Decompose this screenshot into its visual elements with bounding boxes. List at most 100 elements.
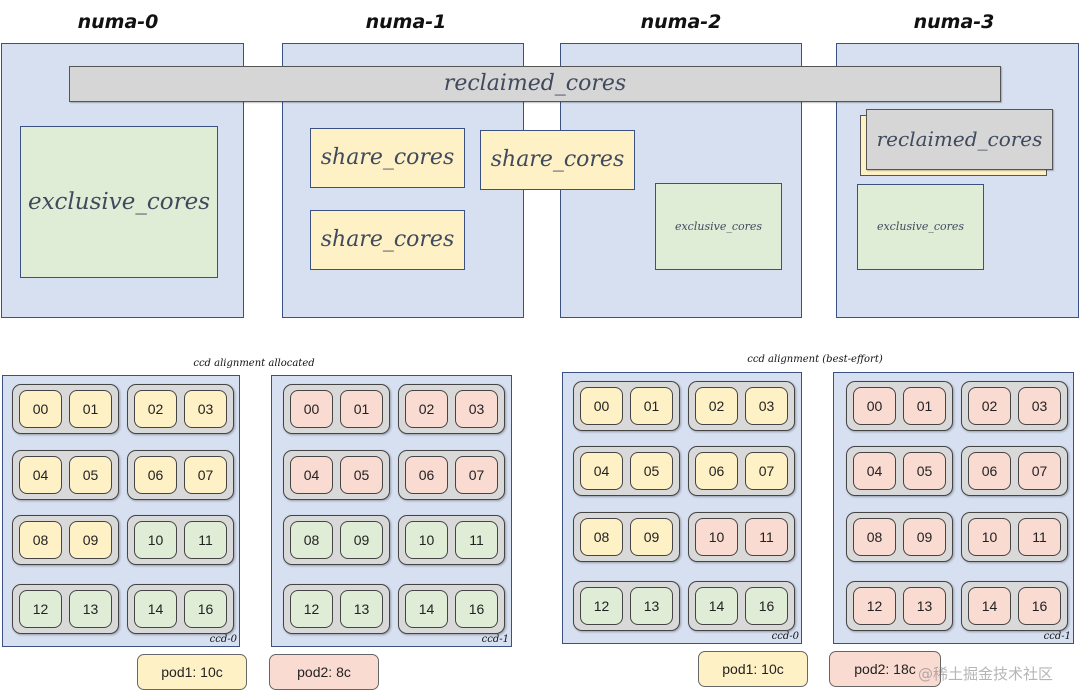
core-08: 08: [19, 521, 62, 559]
core-00: 00: [853, 387, 896, 425]
core-01: 01: [340, 390, 383, 428]
core-08: 08: [853, 518, 896, 556]
core-04: 04: [580, 452, 623, 490]
share-cores-numa-1-bottom: share_cores: [310, 210, 465, 270]
core-12: 12: [290, 590, 333, 628]
core-09: 09: [69, 521, 112, 559]
core-04: 04: [853, 452, 896, 490]
core-02: 02: [695, 387, 738, 425]
pod2-legend-left: pod2: 8c: [269, 654, 379, 690]
core-16: 16: [745, 587, 788, 625]
core-02: 02: [134, 390, 177, 428]
core-07: 07: [184, 456, 227, 494]
numa-2-label: numa-2: [640, 11, 722, 33]
core-08: 08: [580, 518, 623, 556]
exclusive-cores-numa-3: exclusive_cores: [857, 184, 984, 270]
core-01: 01: [903, 387, 946, 425]
core-03: 03: [745, 387, 788, 425]
share-cores-spanning: share_cores: [480, 130, 635, 190]
ccd-label: ccd-0: [771, 631, 799, 642]
core-05: 05: [340, 456, 383, 494]
core-13: 13: [903, 587, 946, 625]
core-06: 06: [405, 456, 448, 494]
pod2-legend-right: pod2: 18c: [829, 651, 941, 687]
core-02: 02: [405, 390, 448, 428]
core-08: 08: [290, 521, 333, 559]
core-12: 12: [19, 590, 62, 628]
core-16: 16: [1018, 587, 1061, 625]
core-13: 13: [340, 590, 383, 628]
core-14: 14: [968, 587, 1011, 625]
core-14: 14: [405, 590, 448, 628]
core-01: 01: [69, 390, 112, 428]
core-00: 00: [580, 387, 623, 425]
core-11: 11: [455, 521, 498, 559]
core-09: 09: [630, 518, 673, 556]
reclaimed-cores-bar: reclaimed_cores: [69, 66, 1001, 102]
core-05: 05: [630, 452, 673, 490]
core-10: 10: [968, 518, 1011, 556]
core-13: 13: [630, 587, 673, 625]
exclusive-cores-numa-2: exclusive_cores: [655, 183, 782, 270]
exclusive-cores-numa-0: exclusive_cores: [20, 126, 218, 278]
core-10: 10: [405, 521, 448, 559]
core-10: 10: [695, 518, 738, 556]
core-00: 00: [290, 390, 333, 428]
core-07: 07: [455, 456, 498, 494]
core-03: 03: [1018, 387, 1061, 425]
core-16: 16: [455, 590, 498, 628]
core-12: 12: [853, 587, 896, 625]
core-14: 14: [695, 587, 738, 625]
core-05: 05: [69, 456, 112, 494]
core-09: 09: [903, 518, 946, 556]
ccd-label: ccd-1: [1043, 631, 1071, 642]
core-06: 06: [695, 452, 738, 490]
core-10: 10: [134, 521, 177, 559]
pod1-legend-right: pod1: 10c: [698, 651, 808, 687]
caption-best-effort: ccd alignment (best-effort): [747, 354, 883, 365]
core-07: 07: [745, 452, 788, 490]
pod1-legend-left: pod1: 10c: [137, 654, 247, 690]
core-00: 00: [19, 390, 62, 428]
numa-3-label: numa-3: [913, 11, 995, 33]
core-13: 13: [69, 590, 112, 628]
core-11: 11: [184, 521, 227, 559]
ccd-label: ccd-1: [481, 634, 509, 645]
core-02: 02: [968, 387, 1011, 425]
share-cores-numa-1-top: share_cores: [310, 128, 465, 188]
core-14: 14: [134, 590, 177, 628]
core-05: 05: [903, 452, 946, 490]
core-16: 16: [184, 590, 227, 628]
core-11: 11: [1018, 518, 1061, 556]
